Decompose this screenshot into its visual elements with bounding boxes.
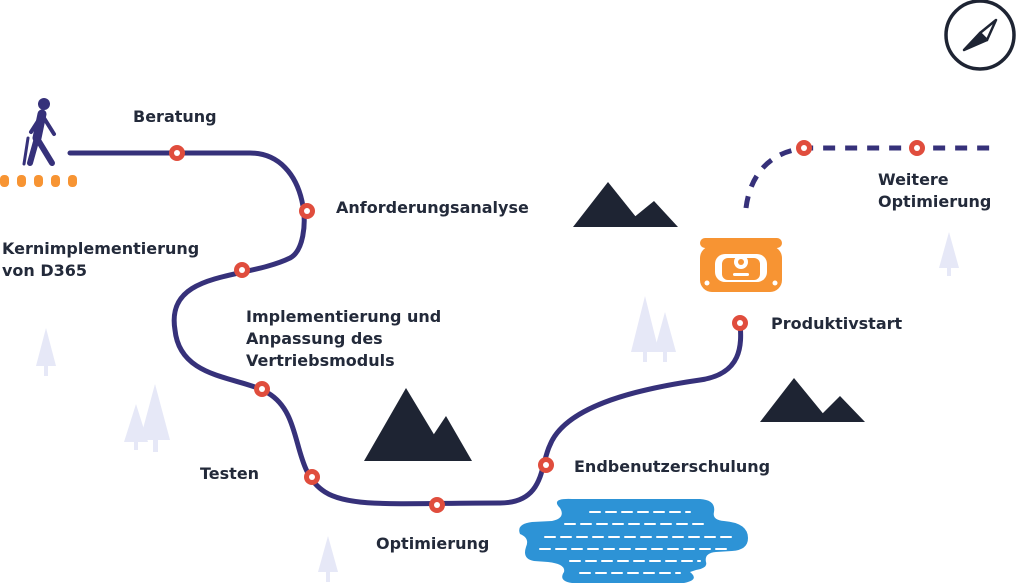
tree — [631, 296, 659, 352]
mountain — [573, 182, 644, 227]
lake — [519, 498, 748, 583]
milestone-label-line: Optimierung — [376, 534, 490, 553]
journey-path — [67, 150, 744, 507]
tree — [140, 384, 170, 440]
treasure-chest-icon — [700, 238, 782, 292]
tree — [318, 536, 338, 572]
milestone-label-line: Endbenutzerschulung — [574, 457, 771, 476]
walking-person-icon — [22, 98, 56, 166]
milestone-label-line: Anforderungsanalyse — [336, 198, 529, 217]
milestone-label-line: Implementierung und — [246, 307, 442, 326]
waypoint-center — [259, 386, 265, 392]
milestone-label: Kernimplementierung von D365 — [2, 238, 199, 282]
waypoint-center — [737, 320, 743, 326]
waypoint-center — [309, 474, 315, 480]
start-dash — [51, 175, 60, 187]
milestone-label: Anforderungsanalyse — [336, 197, 529, 219]
milestone-label-line: Optimierung — [878, 192, 992, 211]
mountain — [416, 416, 472, 461]
waypoint-center — [801, 145, 807, 151]
waypoint-center — [174, 150, 180, 156]
compass-icon — [944, 0, 1016, 71]
lake-shape — [519, 498, 748, 583]
mountains — [364, 182, 865, 461]
waypoint-center — [304, 208, 310, 214]
tree — [36, 328, 56, 366]
tree-trunk — [947, 266, 951, 276]
milestone-label-line: Anpassung des — [246, 329, 383, 348]
milestone-label: Testen — [200, 463, 259, 485]
tree-trunk — [643, 350, 647, 362]
waypoint-center — [543, 462, 549, 468]
tree-trunk — [44, 364, 48, 376]
start-dash — [68, 175, 77, 187]
tree-trunk — [663, 350, 667, 362]
milestone-label: Optimierung — [376, 533, 489, 555]
tree — [124, 404, 148, 442]
trees — [36, 232, 959, 582]
mountain — [814, 396, 865, 422]
milestone-label: Beratung — [133, 106, 217, 128]
tree-trunk — [153, 438, 158, 452]
waypoint-center — [914, 145, 920, 151]
milestone-label: Endbenutzerschulung — [574, 456, 770, 478]
start-dash — [0, 175, 9, 187]
mountain — [760, 378, 830, 422]
waypoint-center — [239, 267, 245, 273]
tree — [939, 232, 959, 268]
milestone-label-line: Vertriebsmoduls — [246, 351, 395, 370]
waypoint-center — [434, 502, 440, 508]
start-dash — [17, 175, 26, 187]
milestone-label: Produktivstart — [771, 313, 902, 335]
milestone-label-line: Beratung — [133, 107, 217, 126]
waypoints — [169, 140, 925, 513]
milestone-label-line: von D365 — [2, 261, 88, 280]
tree — [654, 312, 676, 352]
milestone-label-line: Kernimplementierung — [2, 239, 200, 258]
start-dash — [34, 175, 43, 187]
tree-trunk — [326, 570, 330, 582]
milestone-label-line: Produktivstart — [771, 314, 903, 333]
tree-trunk — [134, 440, 138, 450]
start-marker — [0, 98, 77, 187]
milestone-label-line: Testen — [200, 464, 260, 483]
mountain — [622, 201, 678, 227]
milestone-label-line: Weitere — [878, 170, 949, 189]
